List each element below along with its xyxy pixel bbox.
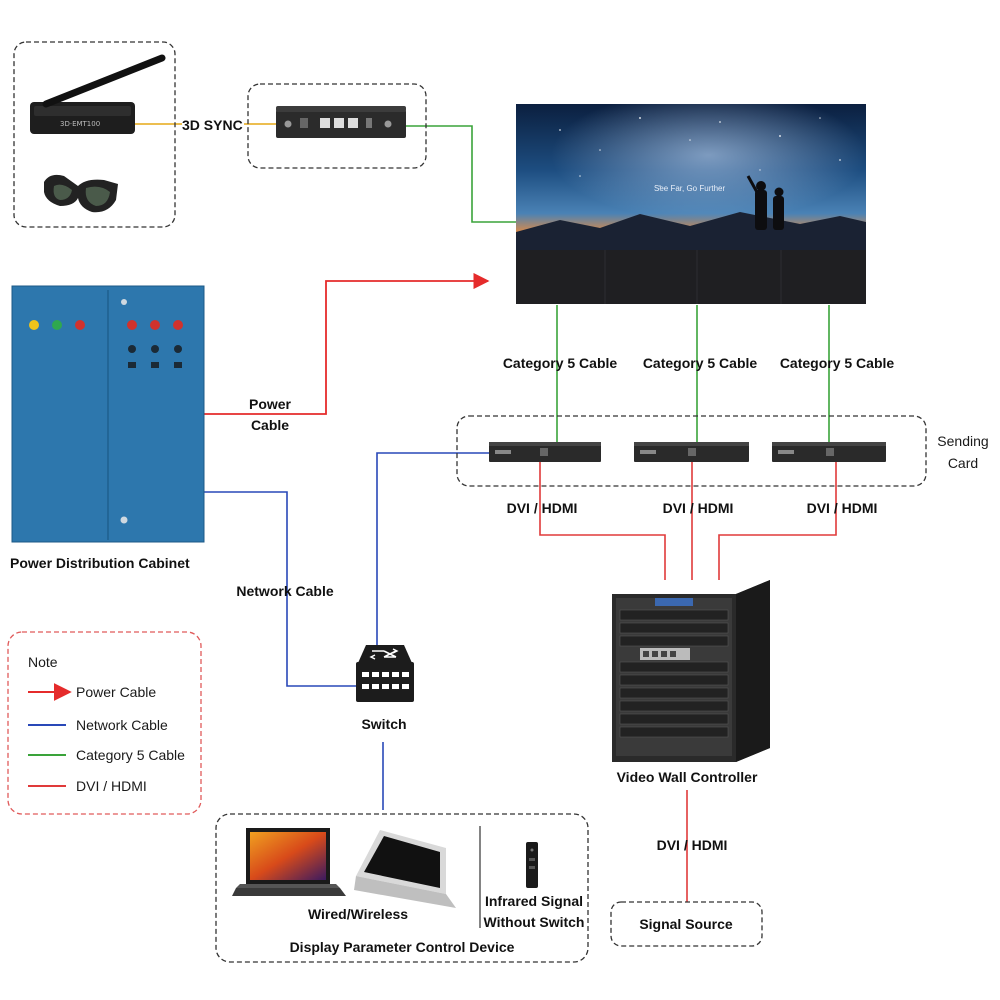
dvi-label-3: DVI / HDMI: [807, 500, 878, 516]
power-cable-label-2: Cable: [251, 417, 289, 433]
tablet-icon: [354, 830, 456, 908]
led-video-wall-icon: See Far, Go Further: [516, 104, 866, 304]
legend-label-3: Category 5 Cable: [76, 747, 185, 763]
infrared-label-1: Infrared Signal: [485, 893, 583, 909]
sync-box-icon: [276, 106, 406, 138]
network-cable-label: Network Cable: [236, 583, 333, 599]
laptop-icon: [232, 828, 346, 896]
sending-card-icon: [489, 442, 601, 462]
screen-slogan: See Far, Go Further: [654, 184, 725, 193]
dvi-label-1: DVI / HDMI: [507, 500, 578, 516]
sending-card-icon: [772, 442, 886, 462]
dvi-line-3: [718, 462, 837, 580]
control-device-box: [215, 813, 589, 963]
legend-label-4: DVI / HDMI: [76, 778, 147, 794]
sending-card-label-1: Sending: [937, 433, 988, 449]
cabinet-label: Power Distribution Cabinet: [10, 555, 190, 571]
remote-control-icon: [526, 842, 538, 888]
wired-wireless-label: Wired/Wireless: [308, 906, 408, 922]
dvi-line-1: [539, 462, 666, 580]
sending-card-label-2: Card: [948, 455, 978, 471]
signal-source-label: Signal Source: [639, 916, 733, 932]
network-switch-icon: [356, 645, 414, 702]
power-cable-label-1: Power: [249, 396, 292, 412]
legend-label-2: Network Cable: [76, 717, 168, 733]
dvi-label-2: DVI / HDMI: [663, 500, 734, 516]
3d-emitter-icon: 3D·EMT100: [30, 54, 166, 134]
sync-to-wall-cable: [406, 125, 516, 223]
cat5-label-3: Category 5 Cable: [780, 355, 895, 371]
control-device-label: Display Parameter Control Device: [290, 939, 515, 955]
3d-emitter-box: [13, 41, 176, 228]
cat5-label-2: Category 5 Cable: [643, 355, 758, 371]
legend-label-1: Power Cable: [76, 684, 156, 700]
svg-text:3D·EMT100: 3D·EMT100: [60, 120, 100, 128]
dvi-source-label: DVI / HDMI: [657, 837, 728, 853]
signal-source-box: [610, 901, 763, 947]
sync-box-frame: [247, 83, 427, 169]
3d-glasses-icon: [44, 174, 118, 213]
video-wall-controller-icon: [612, 580, 770, 762]
power-cable-line: [204, 272, 490, 415]
legend-box: [7, 631, 202, 815]
sync-label: 3D SYNC: [182, 117, 243, 133]
infrared-label-2: Without Switch: [484, 914, 585, 930]
switch-label: Switch: [361, 716, 406, 732]
network-cable-cabinet: [204, 491, 357, 687]
cat5-label-1: Category 5 Cable: [503, 355, 618, 371]
power-cabinet-icon: [11, 285, 205, 543]
legend-title: Note: [28, 654, 58, 670]
controller-label: Video Wall Controller: [617, 769, 758, 785]
network-cable-sending: [376, 452, 489, 645]
sending-card-icon: [634, 442, 749, 462]
